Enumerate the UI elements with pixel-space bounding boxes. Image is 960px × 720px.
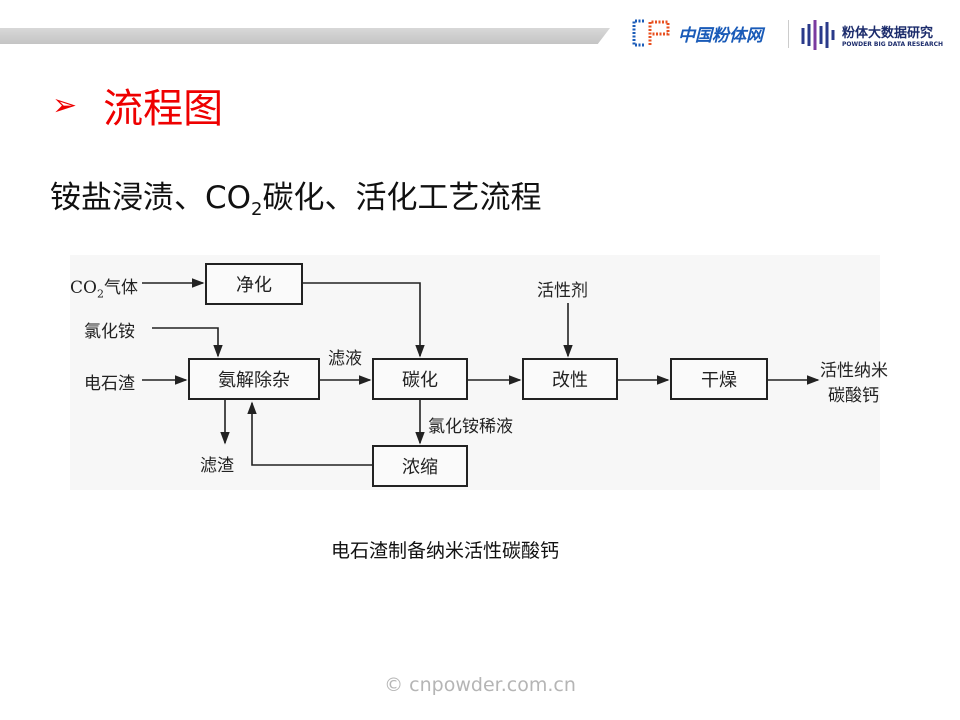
box-concentrate: 浓缩 — [372, 445, 468, 487]
logo2-subtitle: POWDER BIG DATA RESEARCH — [842, 41, 944, 48]
label-filtrate: 滤液 — [328, 349, 362, 369]
label-nh4cl: 氯化铵 — [84, 322, 135, 342]
box-carbonize: 碳化 — [372, 358, 468, 400]
subtitle-subscript: 2 — [251, 199, 263, 221]
arrow-nh4cl — [152, 327, 223, 358]
logo2-title: 粉体大数据研究 — [842, 26, 934, 41]
arrow-purify-carbonize — [303, 282, 425, 358]
subtitle-part: 碳化、活化工艺流程 — [262, 180, 542, 216]
flow-arrows — [142, 278, 820, 466]
box-dry: 干燥 — [670, 358, 768, 400]
co2-post: 气体 — [103, 278, 138, 298]
arrow-recycle — [247, 401, 372, 466]
cnpowder-logo: 中国粉体网 — [630, 18, 763, 48]
box-purify: 净化 — [205, 263, 303, 305]
title-text: 流程图 — [103, 86, 224, 132]
label-dilute-nh4cl: 氯化铵稀液 — [428, 417, 513, 437]
arrow-bullet-icon: ➢ — [52, 87, 78, 123]
label-product-2: 碳酸钙 — [828, 386, 879, 406]
header-bar — [0, 28, 610, 44]
co2-text: CO — [70, 278, 97, 298]
logo1-text: 中国粉体网 — [678, 25, 763, 46]
watermark: © cnpowder.com.cn — [384, 674, 576, 696]
label-residue: 滤渣 — [200, 456, 234, 476]
box-ammonolysis: 氨解除杂 — [188, 358, 320, 400]
label-product-1: 活性纳米 — [820, 361, 888, 381]
label-activator: 活性剂 — [537, 281, 588, 301]
subtitle-part: 铵盐浸渍、CO — [50, 180, 252, 216]
slide-title: ➢ 流程图 — [52, 76, 223, 134]
co2-sub: 2 — [96, 287, 104, 301]
slide-subtitle: 铵盐浸渍、CO2碳化、活化工艺流程 — [50, 172, 542, 220]
figure-caption: 电石渣制备纳米活性碳酸钙 — [330, 540, 559, 562]
bar-code-logo-icon — [801, 20, 835, 50]
logo-divider — [788, 20, 789, 48]
flowchart: 净化 氨解除杂 碳化 浓缩 改性 干燥 CO2气体 氯化铵 电石渣 滤液 氯化铵… — [70, 255, 888, 490]
label-co2: CO2气体 — [70, 273, 138, 300]
label-carbide-slag: 电石渣 — [84, 374, 135, 394]
cp-logo-icon — [632, 19, 670, 47]
box-modify: 改性 — [522, 358, 618, 400]
